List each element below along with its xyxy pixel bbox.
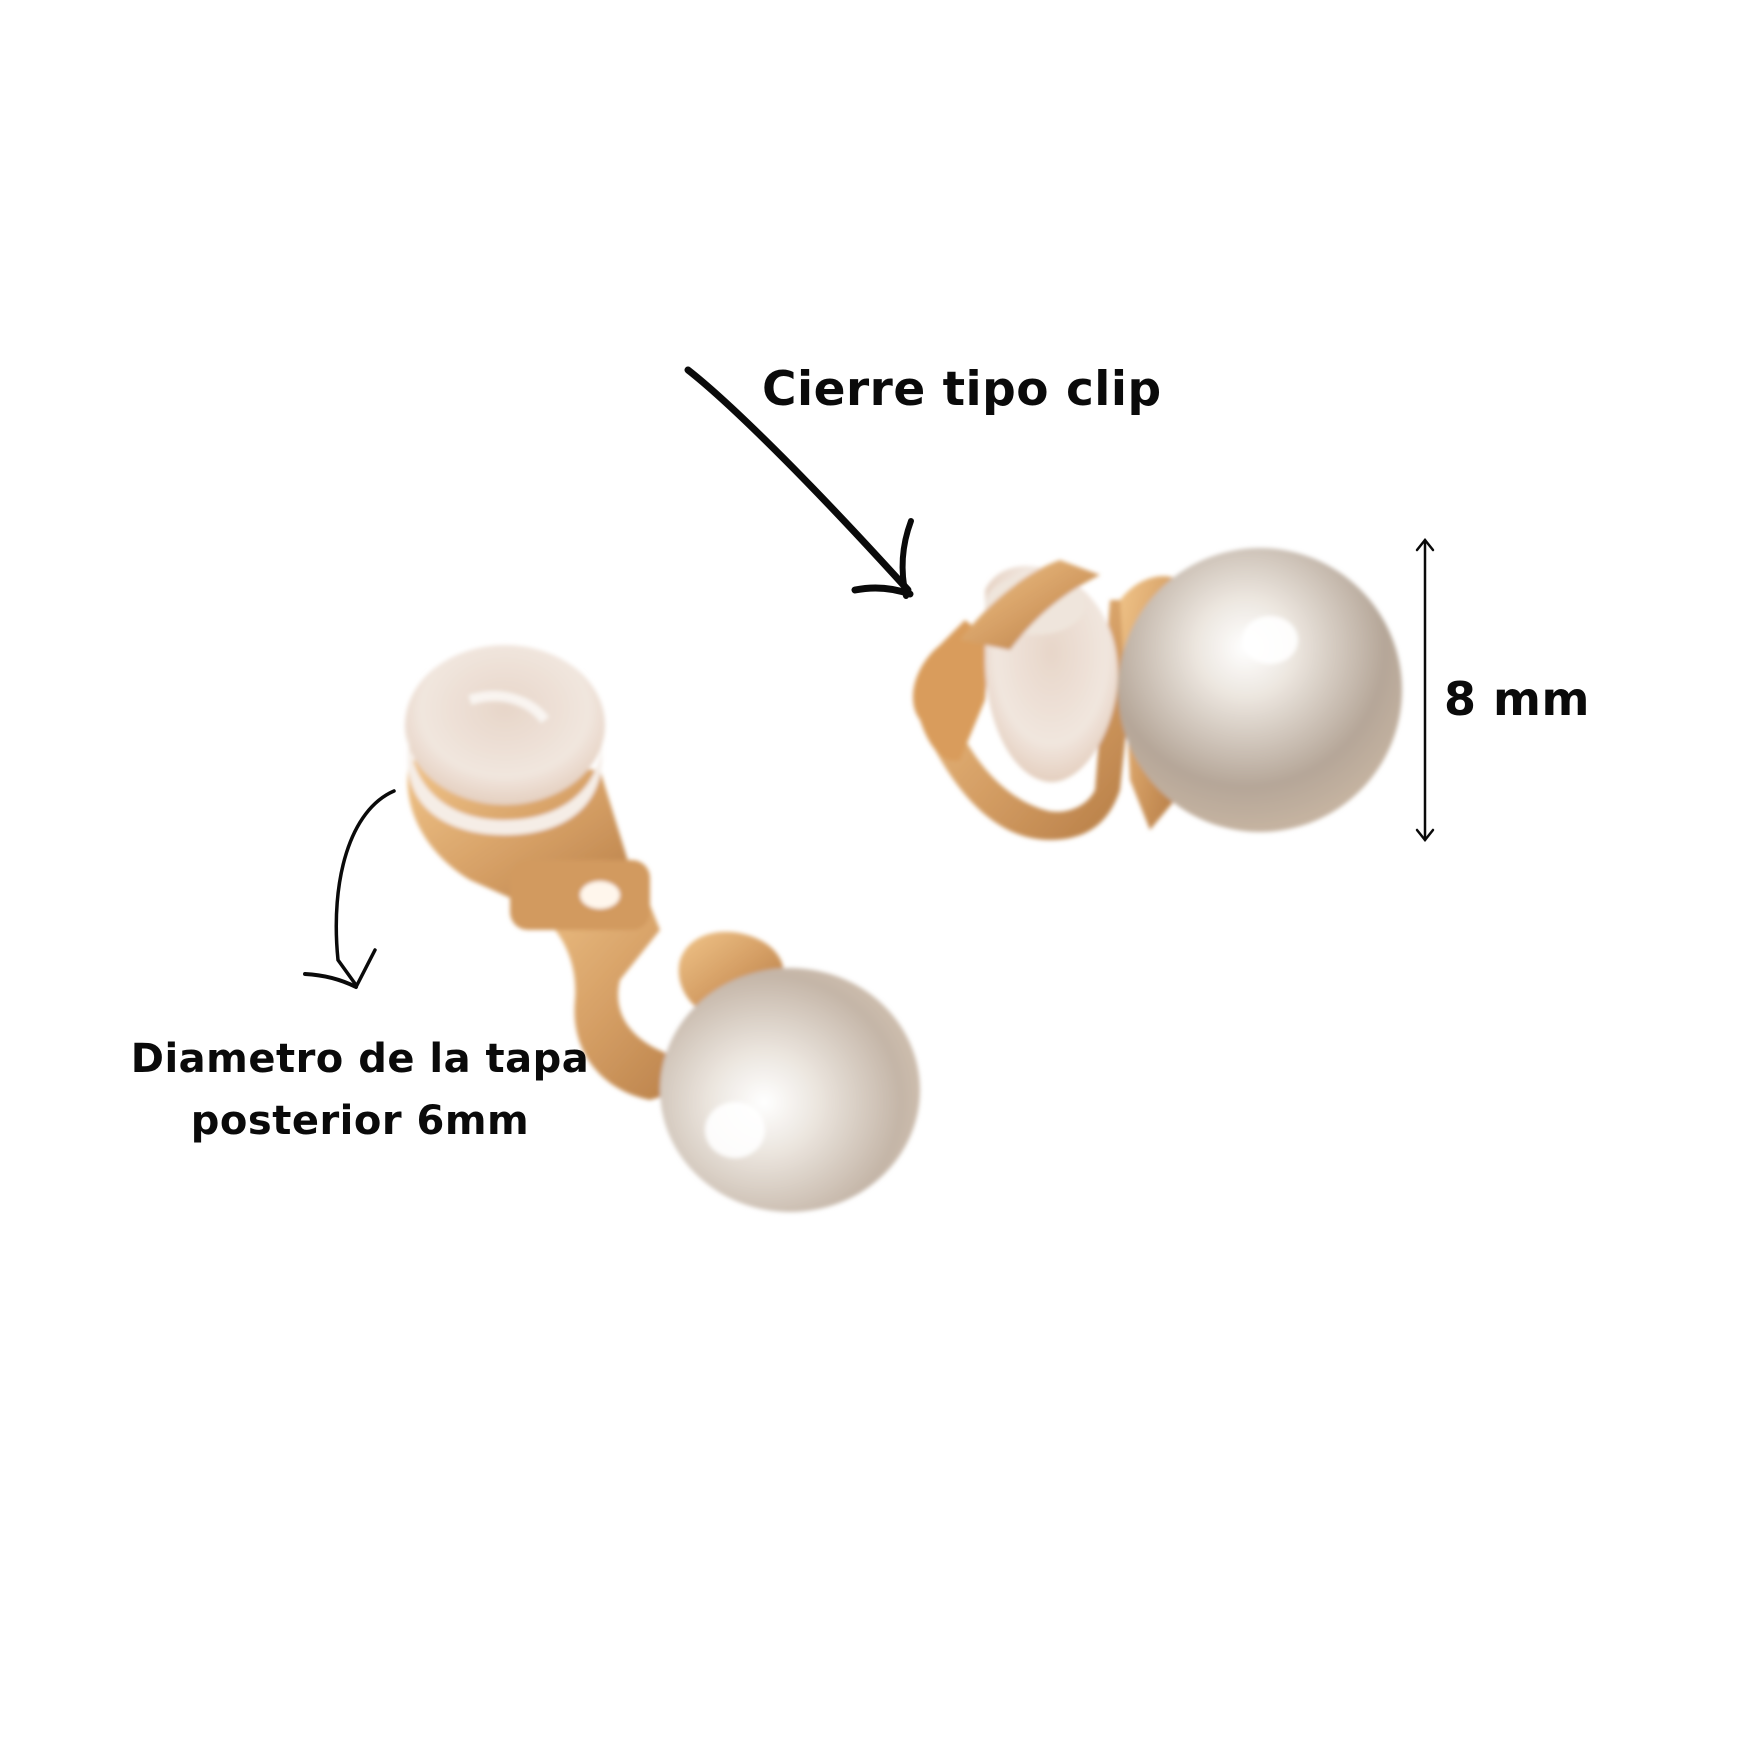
clip-type-label: Cierre tipo clip [762, 362, 1162, 417]
curved-arrow-down-icon [303, 789, 396, 989]
diameter-line-1: Diametro de la tapa [130, 1036, 590, 1082]
diameter-line-2: posterior 6mm [190, 1098, 530, 1144]
right-earring [912, 548, 1402, 840]
left-earring [405, 645, 920, 1212]
double-arrow-vertical-icon [1415, 537, 1435, 843]
pearl-size-label: 8 mm [1444, 672, 1590, 726]
back-cap-diameter-label: Diametro de la tapa posterior 6mm [110, 1028, 610, 1152]
arrow-down-right-icon [684, 366, 914, 599]
